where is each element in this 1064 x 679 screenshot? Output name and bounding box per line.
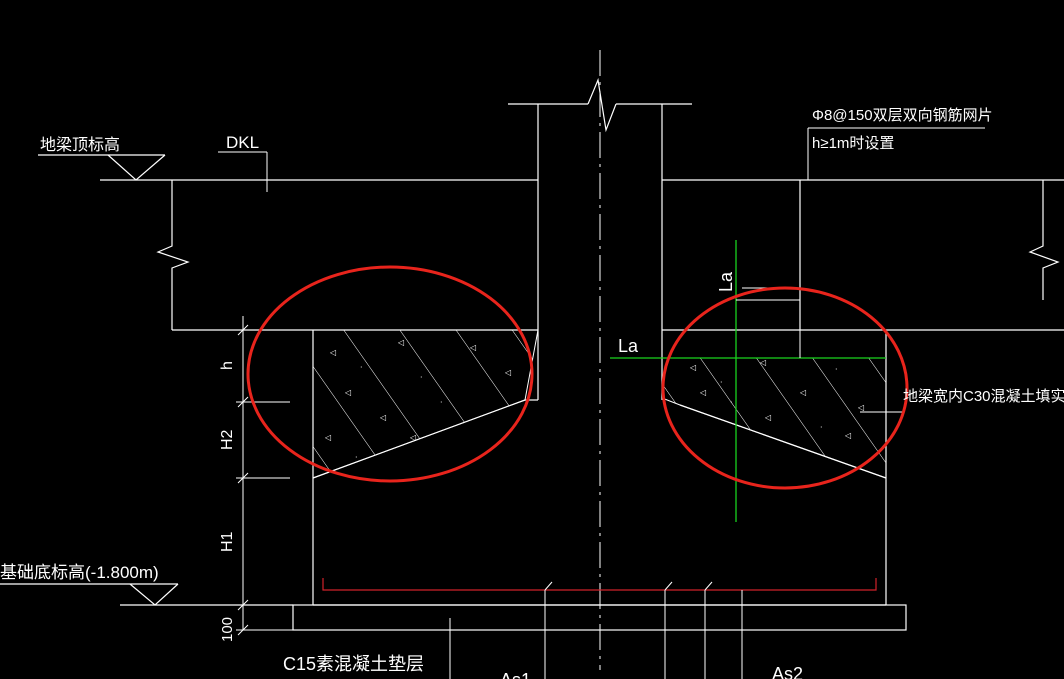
svg-text:◁: ◁ <box>344 388 351 397</box>
la-dimension-lines <box>736 287 801 358</box>
svg-text:·: · <box>730 398 733 407</box>
svg-text:·: · <box>720 378 723 387</box>
column <box>508 77 692 400</box>
svg-text:◁: ◁ <box>469 343 476 352</box>
svg-text:◁: ◁ <box>844 431 851 440</box>
dim-h1-label: H1 <box>219 531 236 552</box>
elevation-marker-beam <box>38 154 166 181</box>
svg-text:◁: ◁ <box>379 413 386 422</box>
foundation-bottom-elevation-label: 基础底标高(-1.800m) <box>0 563 159 582</box>
svg-text:◁: ◁ <box>759 358 766 367</box>
elevation-marker-foundation <box>0 583 293 606</box>
svg-text:◁: ◁ <box>397 338 404 347</box>
anchorage-axes <box>610 240 886 522</box>
beam-top-elevation-label: 地梁顶标高 <box>40 136 120 154</box>
cushion-layer <box>292 604 907 631</box>
svg-text:·: · <box>440 398 443 407</box>
svg-text:◁: ◁ <box>799 388 806 397</box>
svg-text:◁: ◁ <box>504 368 511 377</box>
cushion-label: C15素混凝土垫层 <box>283 654 424 674</box>
svg-text:◁: ◁ <box>857 403 864 412</box>
as1-label: As1 <box>500 670 531 679</box>
leader-lines <box>218 127 985 413</box>
fill-concrete-label: 地梁宽内C30混凝土填实 <box>903 388 1064 405</box>
right-slope-line <box>679 404 887 479</box>
right-highlight-circle <box>661 286 909 490</box>
svg-text:◁: ◁ <box>699 388 706 397</box>
right-fill-region <box>661 357 887 479</box>
svg-text:◁: ◁ <box>409 433 416 442</box>
svg-text:·: · <box>835 365 838 374</box>
dim-100-label: 100 <box>219 617 236 642</box>
svg-text:◁: ◁ <box>324 433 331 442</box>
la-vertical-label: La <box>716 271 736 292</box>
svg-text:◁: ◁ <box>329 348 336 357</box>
piles <box>449 581 743 679</box>
dim-h2-label: H2 <box>219 429 236 450</box>
svg-text:◁: ◁ <box>764 413 771 422</box>
dim-h-label: h <box>219 361 236 370</box>
la-horizontal-label: La <box>618 336 639 356</box>
svg-text:·: · <box>360 363 363 372</box>
as2-label: As2 <box>772 664 803 679</box>
rebar-mesh-label: Φ8@150双层双向钢筋网片 <box>812 107 993 124</box>
left-highlight-circle <box>246 265 534 483</box>
rebar-condition-label: h≥1m时设置 <box>812 135 894 152</box>
svg-text:·: · <box>355 453 358 462</box>
rebar <box>322 578 877 591</box>
svg-text:·: · <box>420 373 423 382</box>
left-slope-line <box>312 399 526 479</box>
left-fill-region <box>312 329 539 479</box>
aggregate-marks: ◁ · ◁ ◁ · ◁ ◁ · ◁ ◁ · ◁ ◁ · ◁ ◁ · ◁ ◁ · ◁ · ◁ <box>324 338 864 462</box>
dkl-label: DKL <box>226 133 259 152</box>
grade-beam-lines <box>100 179 1064 331</box>
svg-text:◁: ◁ <box>689 363 696 372</box>
svg-text:·: · <box>820 423 823 432</box>
